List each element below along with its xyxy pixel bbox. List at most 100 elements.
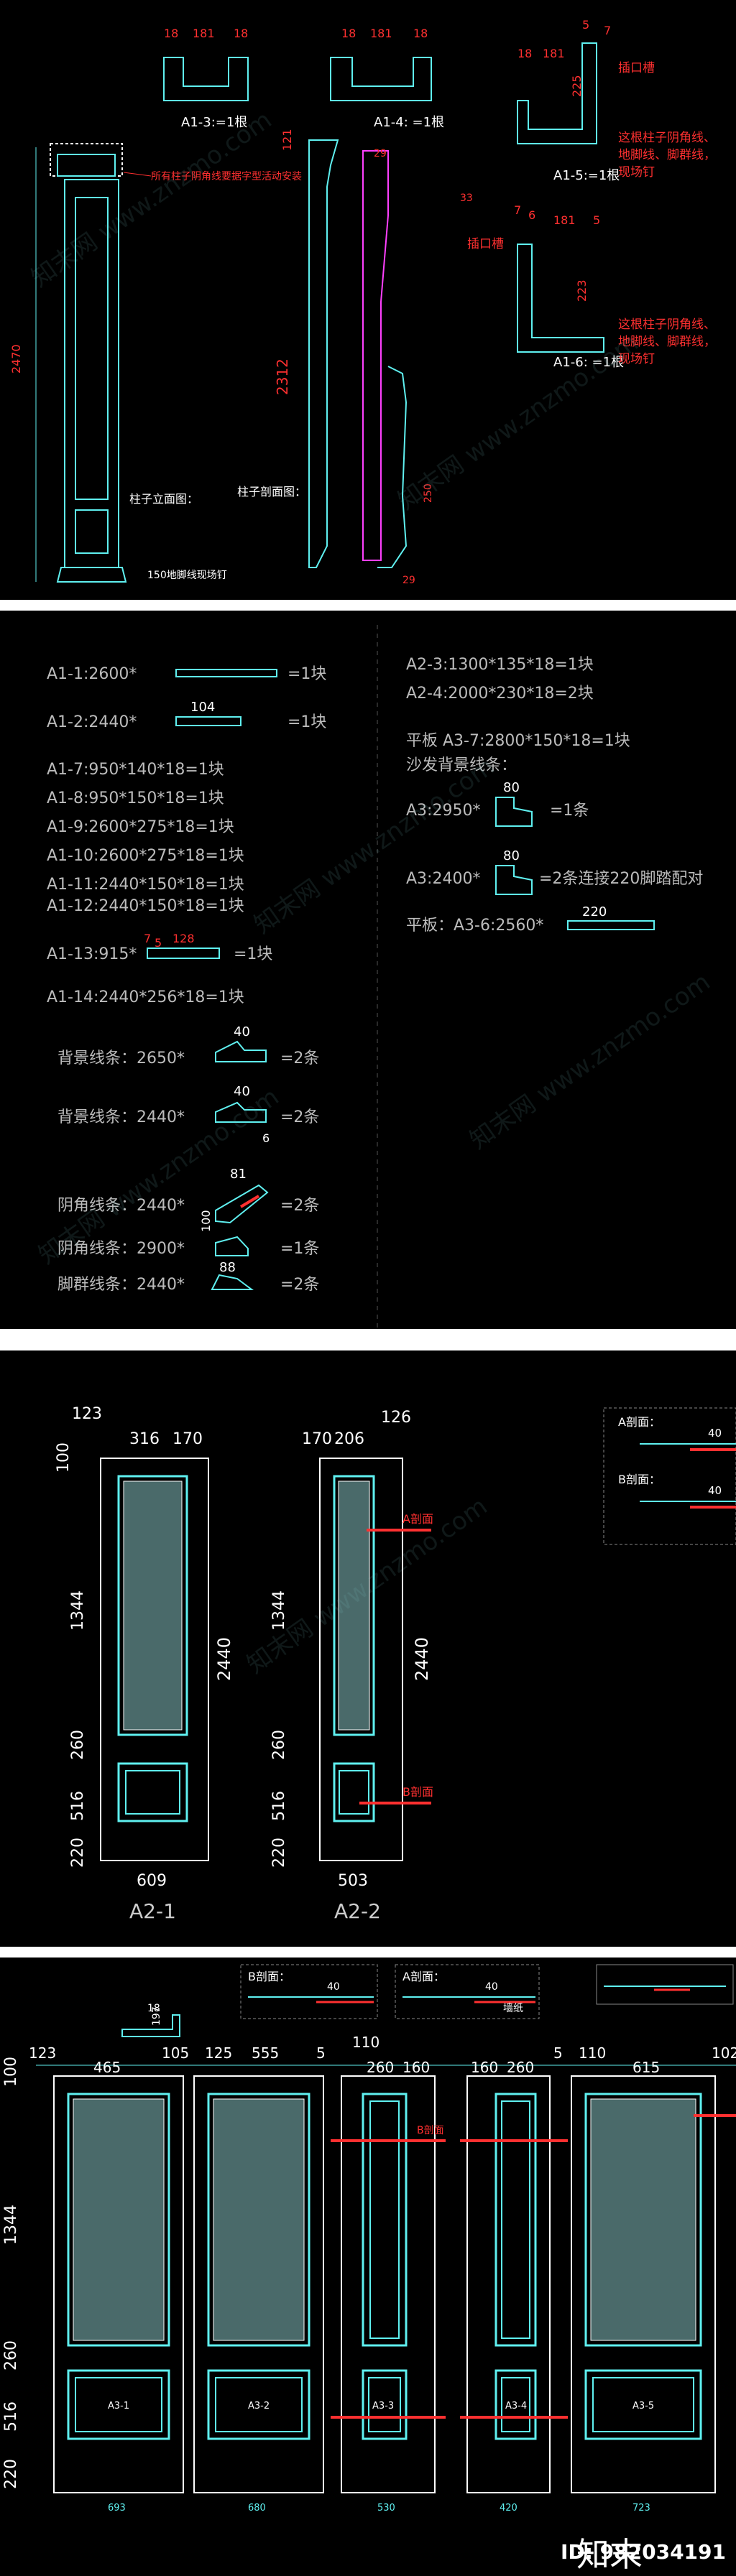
a3-2950-shape [495,797,533,827]
panel-a3-3-width: 530 [377,2503,395,2514]
a3-2400-qty: =2条连接220脚踏配对 [539,870,703,888]
a2-1-label: A2-1 [129,1899,176,1923]
part-a1-11: A1-11:2440*150*18=1块 [47,876,244,894]
v-dim-3: 516 [2,2401,20,2432]
top-dim-7: 260 [367,2059,394,2076]
door-a2-1 [100,1458,209,1861]
a3-2400-dim: 80 [503,848,520,863]
molding-5-dim: 88 [219,1260,236,1275]
a2-1-height: 2440 [214,1637,234,1681]
panel-a3-1-width: 693 [108,2503,126,2514]
molding-4-label: 阴角线条：2900* [58,1240,185,1258]
v-dim-0: 100 [2,2057,20,2087]
top-dim-5: 5 [316,2044,326,2062]
profile-a1-5 [517,42,597,144]
column-section [308,139,408,568]
legend-a-dim: 40 [485,1981,498,1993]
molding-3-qty: =2条 [280,1197,319,1215]
label-a1-6: A1-6: =1根 [553,355,624,370]
shape-a1-1 [175,669,277,677]
column-elevation [50,143,127,583]
dim-a1-5-1: 181 [543,47,565,60]
molding-2-dim-6: 6 [262,1131,270,1145]
part-a1-8: A1-8:950*150*18=1块 [47,789,224,807]
dim-a1-13-1: 5 [155,936,162,950]
legend-a-note: 墙纸 [503,2003,523,2014]
shape-a1-2 [175,716,242,726]
panel-a3-1-label: A3-1 [108,2401,129,2411]
detail-small [121,2014,180,2037]
a3-2400: A3:2400* [406,870,480,888]
a2-2-top-dim-0: 170 [302,1430,332,1448]
shape-a1-13 [147,948,220,959]
top-dim-13: 615 [632,2059,660,2076]
separator [0,600,736,611]
a3-2950-qty: =1条 [550,802,589,820]
dim-a1-6-2: 181 [553,213,576,227]
column-elevation-label: 柱子立面图： [129,492,198,506]
legend-b-dim: 40 [327,1981,340,1993]
profile-a1-4 [330,57,432,101]
panel-a3-5-label: A3-5 [632,2401,654,2411]
part-a1-2: A1-2:2440* [47,713,137,731]
a2-1-v-dim-1: 1344 [69,1590,87,1631]
molding-2-dim: 40 [234,1084,250,1099]
dim-a1-5-225: 225 [570,75,584,97]
door-elevations-panel: 123 316 170 100 1344 260 516 220 2440 60… [0,1350,736,1947]
dim-a1-6-223: 223 [575,279,589,302]
panel-a3-4-width: 420 [500,2503,518,2514]
molding-1: 背景线条：2650* 40 =2条 [58,1024,319,1067]
parts-list-panel: A1-1:2600* =1块 A1-2:2440* 104 =1块 A1-7:9… [0,611,736,1329]
top-dim-2: 105 [162,2044,189,2062]
section-label: 柱子剖面图： [237,485,306,499]
molding-1-qty: =2条 [280,1050,319,1067]
dim-a1-2: 104 [190,700,215,715]
legend-b-label: B剖面： [618,1473,661,1486]
v-dim-4: 220 [2,2459,20,2489]
cut-b-label: B剖面 [402,1785,433,1799]
dim-a1-6-3: 5 [593,213,600,227]
molding-3: 阴角线条：2440* 81 100 =2条 [58,1167,319,1232]
note-insert-slot-1: 插口槽 [618,61,655,75]
a2-1-width: 609 [137,1872,167,1890]
door-drawing: 123 316 170 100 1344 260 516 220 2440 60… [55,1405,736,1923]
section-dim-33: 33 [460,193,473,204]
section-base-dim-29: 29 [402,575,415,586]
part-a1-12: A1-12:2440*150*18=1块 [47,897,244,915]
v-dim-1: 1344 [2,2205,20,2245]
a2-2-width: 503 [338,1872,368,1890]
cut-a-label: A剖面 [402,1512,433,1526]
dim-a1-4-1: 181 [370,27,392,40]
dim-a1-13-2: 128 [172,932,195,945]
legend-b-dim: 40 [708,1484,722,1497]
a2-2-v-dim-3: 516 [270,1791,288,1821]
molding-4-qty: =1条 [280,1240,319,1258]
part-a1-14: A1-14:2440*256*18=1块 [47,988,244,1006]
note-field-nail-1: 这根柱子阴角线、地脚线、脚群线，现场钉 [618,131,716,180]
a3-2950: A3:2950* [406,802,480,820]
small-dim-0: 18 [147,2003,160,2014]
profile-a1-3 [163,57,249,101]
legend-a-title: A剖面： [402,1970,445,1983]
top-dim-0: 123 [29,2044,56,2062]
part-a1-13: A1-13:915* [47,945,137,963]
top-dim-4: 555 [252,2044,279,2062]
wall-drawing: 18 197 B剖面： 40 A剖面： 40 墙纸 [2,1964,736,2514]
dim-a1-5-2: 5 [582,18,589,32]
a2-1-top-dim-2: 170 [172,1430,203,1448]
parts-list-drawing: A1-1:2600* =1块 A1-2:2440* 104 =1块 A1-7:9… [47,625,703,1329]
molding-3-dim-100: 100 [199,1210,213,1232]
cut-b-label: B剖面 [417,2125,444,2136]
note-install: 所有柱子阴角线要据字型活动安装 [151,171,302,182]
section-base-dim-250: 250 [423,483,434,503]
cut-lines [331,2114,736,2419]
part-a2-4: A2-4:2000*230*18=2块 [406,685,594,703]
profile-a1-6 [517,244,604,353]
dim-a1-3-0: 18 [164,27,178,40]
v-dim-2: 260 [2,2340,20,2371]
a2-2-v-dim-1: 1344 [270,1590,288,1631]
dim-a1-6-1: 6 [528,208,535,222]
legend-a-label: A剖面： [618,1415,661,1429]
a2-2-height: 2440 [412,1637,432,1681]
section-height-dim: 2312 [274,358,291,395]
